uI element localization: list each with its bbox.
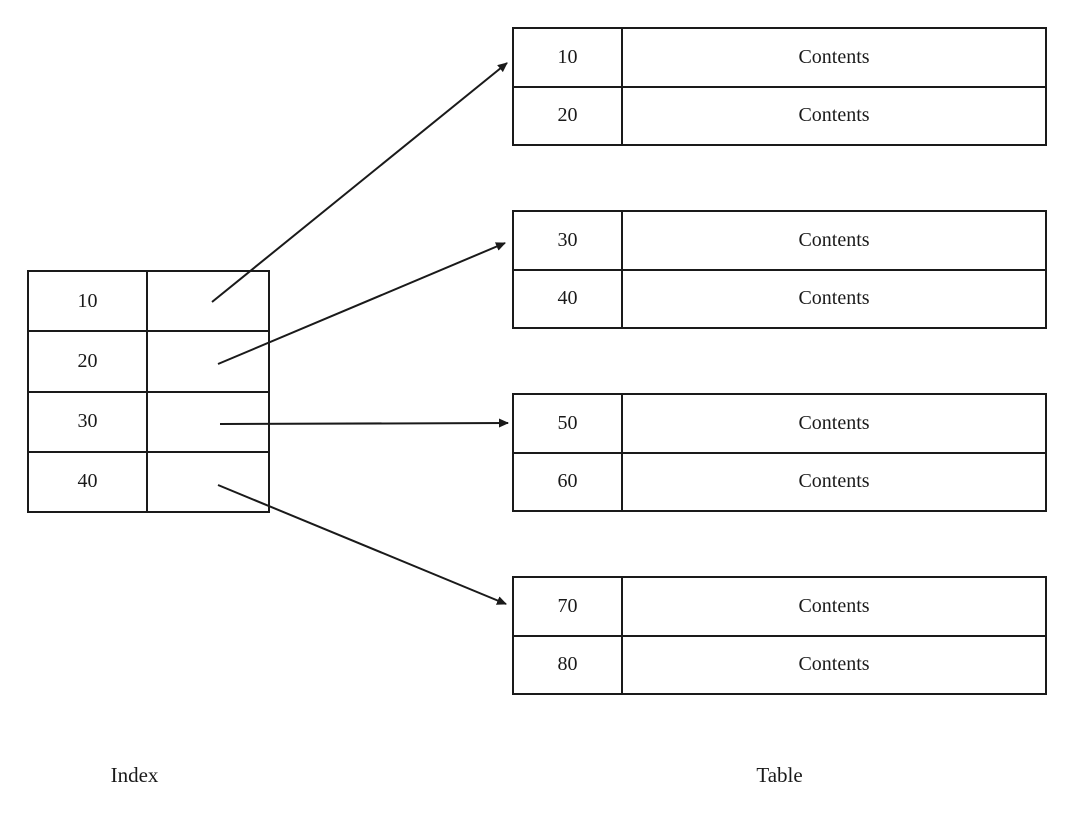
index-row: 10 [29,272,268,333]
index-pointer-cell [148,332,268,390]
table-row: 70 Contents [514,578,1045,637]
table-key-cell: 20 [514,87,623,144]
table-block: 70 Contents 80 Contents [512,576,1047,695]
index-pointer-cell [148,272,268,330]
table-block: 50 Contents 60 Contents [512,393,1047,512]
index-label: Index [110,763,159,787]
table-contents-cell: Contents [798,287,870,310]
index-row: 40 [29,452,268,511]
table-key-cell: 10 [514,29,623,86]
table-row: 60 Contents [514,453,1045,510]
table-key-cell: 40 [514,270,623,327]
arrow-index-row-10-to-table-block-1 [211,62,508,303]
index-table: 10 20 30 40 [27,270,270,513]
index-pointer-cell [148,453,268,511]
index-key-cell: 20 [29,332,148,391]
index-row: 20 [29,332,268,393]
table-block: 30 Contents 40 Contents [512,210,1047,329]
table-key-cell: 80 [514,636,623,693]
table-contents-cell: Contents [798,470,870,493]
table-contents-cell: Contents [798,411,870,434]
table-row: 20 Contents [514,87,1045,144]
index-key-cell: 10 [29,272,148,331]
index-row: 30 [29,392,268,453]
table-key-cell: 50 [514,395,623,452]
table-contents-cell: Contents [798,104,870,127]
table-key-cell: 70 [514,578,623,635]
table-key-cell: 30 [514,212,623,269]
index-key-cell: 40 [29,452,148,511]
table-row: 30 Contents [514,212,1045,271]
index-key-cell: 30 [29,392,148,451]
table-contents-cell: Contents [798,653,870,676]
index-pointer-cell [148,393,268,451]
table-contents-cell: Contents [798,594,870,617]
table-row: 40 Contents [514,270,1045,327]
table-block: 10 Contents 20 Contents [512,27,1047,146]
table-key-cell: 60 [514,453,623,510]
table-row: 10 Contents [514,29,1045,88]
table-row: 80 Contents [514,636,1045,693]
table-contents-cell: Contents [798,228,870,251]
table-label: Table [756,763,803,787]
table-row: 50 Contents [514,395,1045,454]
table-contents-cell: Contents [798,45,870,68]
